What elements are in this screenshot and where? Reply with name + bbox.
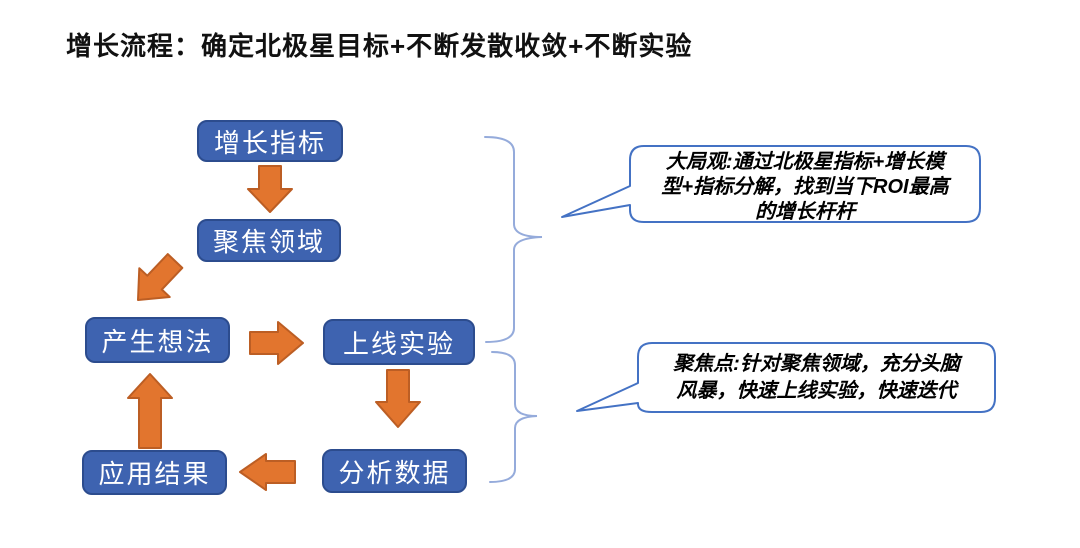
callout-bottom-line-1: 聚焦点:针对聚焦领域，充分头脑	[673, 353, 960, 375]
brace-top-icon	[484, 136, 543, 343]
flow-node-generate-ideas: 产生想法	[85, 317, 230, 363]
page-title: 增长流程：确定北极星目标+不断发散收敛+不断实验	[66, 31, 693, 61]
brace-bottom-icon	[489, 351, 538, 483]
arrow-diagonal-focus-to-ideas-icon	[137, 253, 184, 301]
callout-bubble-bottom	[576, 342, 996, 413]
callout-bottom-text: 聚焦点:针对聚焦领域，充分头脑 风暴，快速上线实验，快速迭代	[642, 351, 991, 405]
callout-top-line-2: 型+指标分解，找到当下ROI最高	[661, 176, 949, 198]
flow-node-growth-metric: 增长指标	[197, 120, 343, 162]
arrow-left-data-to-results-icon	[239, 453, 296, 491]
flow-node-apply-results: 应用结果	[82, 450, 227, 495]
flow-node-focus-area: 聚焦领域	[197, 219, 341, 262]
arrow-down-metric-to-focus-icon	[247, 165, 293, 213]
callout-top-line-1: 大局观:通过北极星指标+增长模	[665, 151, 945, 173]
flow-node-analyze-data: 分析数据	[322, 449, 467, 493]
arrow-right-ideas-to-experiment-icon	[249, 321, 304, 365]
flow-node-launch-experiment: 上线实验	[323, 319, 475, 365]
callout-bottom-line-2: 风暴，快速上线实验，快速迭代	[676, 380, 957, 402]
arrow-down-experiment-to-data-icon	[375, 369, 421, 428]
callout-bubble-top	[561, 145, 981, 223]
callout-top-text: 大局观:通过北极星指标+增长模 型+指标分解，找到当下ROI最高 的增长杆杆	[634, 150, 976, 225]
callout-top-line-3: 的增长杆杆	[755, 201, 855, 223]
arrow-up-results-to-ideas-icon	[127, 373, 173, 449]
